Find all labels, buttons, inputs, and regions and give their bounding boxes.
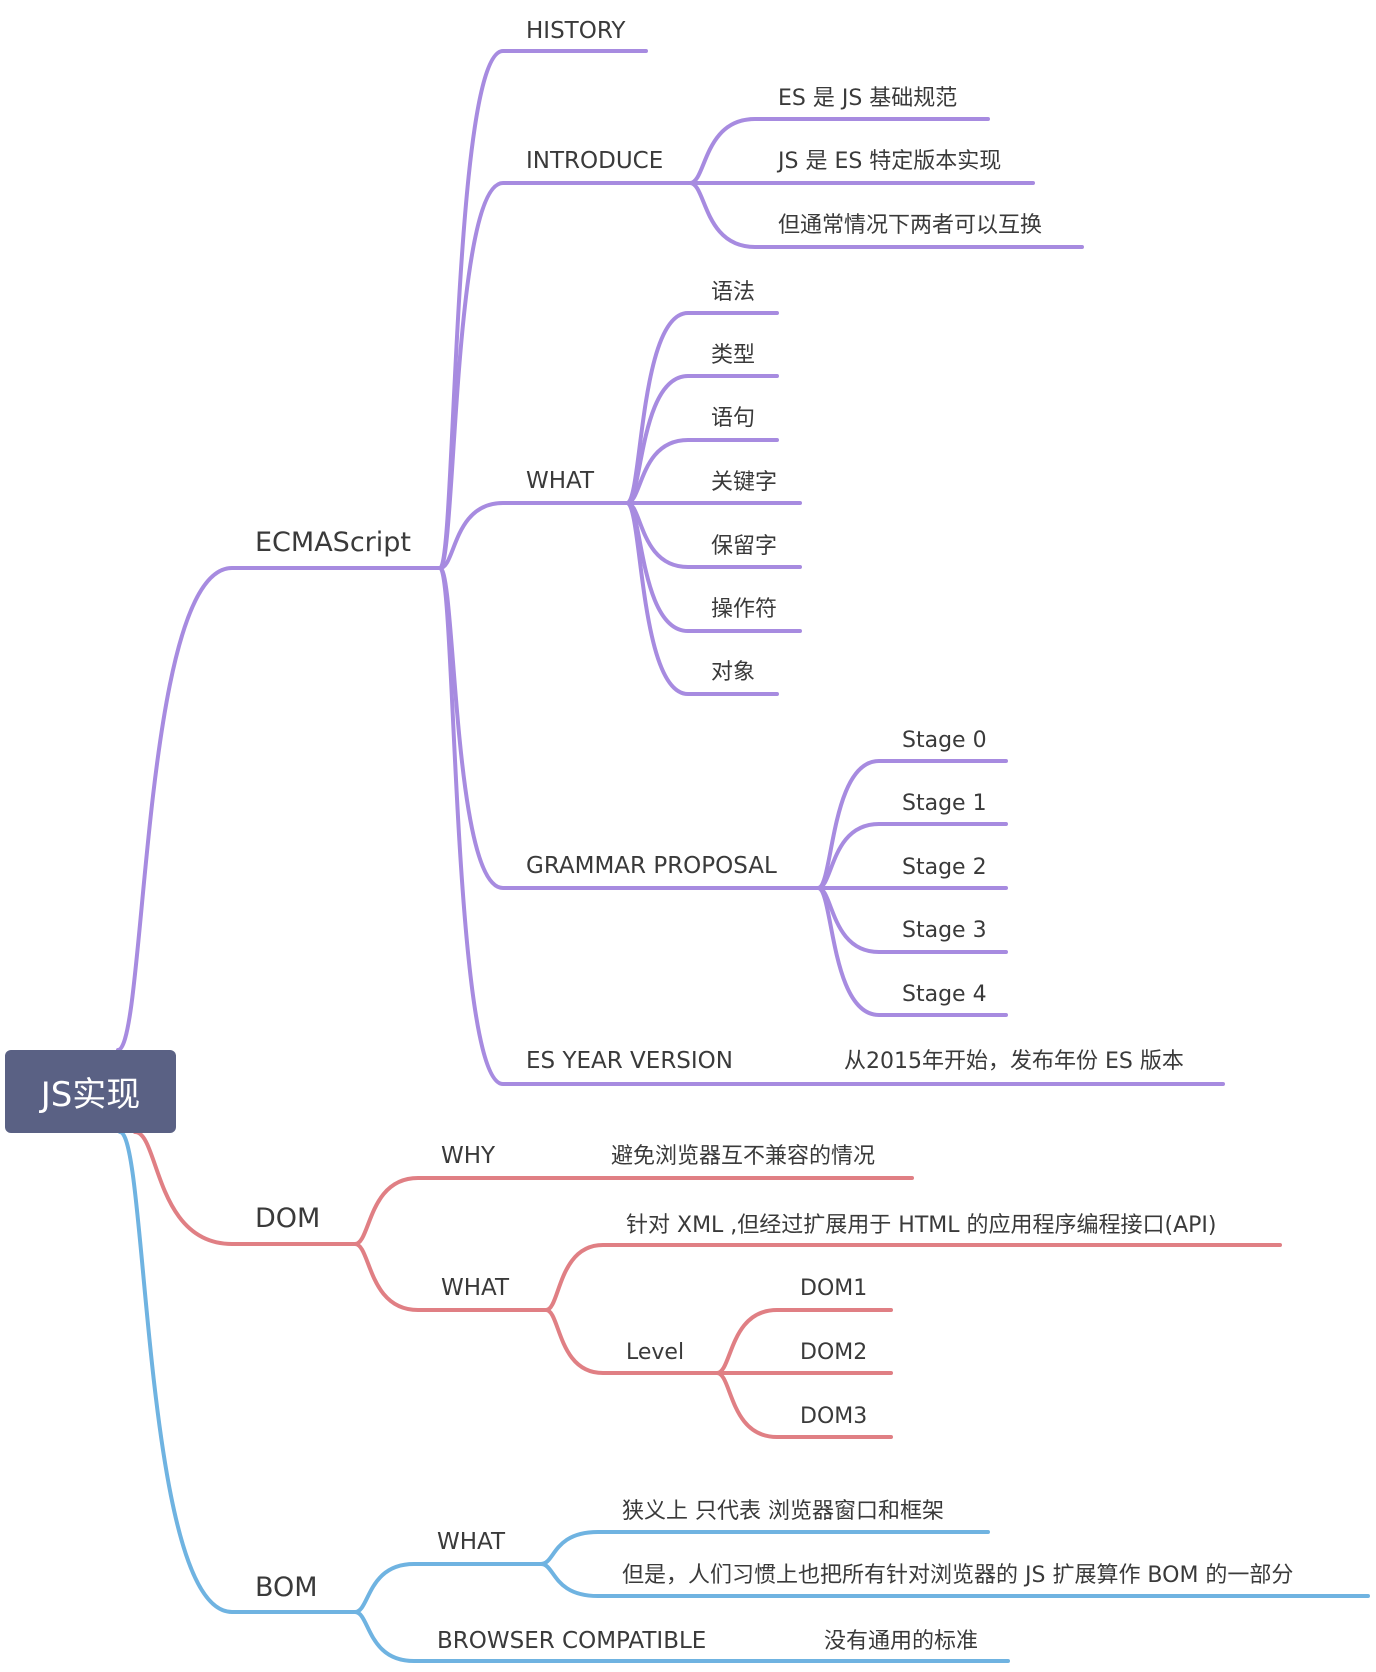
node-introduce[interactable]: INTRODUCE [526,148,663,174]
node-es-year-version[interactable]: ES YEAR VERSION [526,1048,733,1074]
node-dom-level-item[interactable]: DOM1 [800,1276,867,1301]
node-history[interactable]: HISTORY [526,18,626,44]
mind-map-labels: ECMAScript HISTORY INTRODUCE ES 是 JS 基础规… [255,18,1293,1654]
connector-dom-what-note [544,1243,1282,1312]
node-bom[interactable]: BOM [255,1572,318,1603]
node-bom-what[interactable]: WHAT [437,1529,506,1555]
node-es-year-note[interactable]: 从2015年开始，发布年份 ES 版本 [844,1049,1184,1074]
connector-introduce [438,181,692,570]
node-what-item[interactable]: 关键字 [711,470,777,495]
node-ecmascript[interactable]: ECMAScript [255,527,411,558]
connector-stage [816,822,1008,890]
node-stage[interactable]: Stage 1 [902,791,987,816]
connector-bom [118,1130,357,1614]
connector-what-es [438,501,629,570]
node-stage[interactable]: Stage 4 [902,982,987,1007]
mind-map-connectors [116,49,1370,1663]
node-introduce-item[interactable]: ES 是 JS 基础规范 [778,86,957,111]
node-what-item[interactable]: 语法 [711,280,755,305]
node-introduce-item[interactable]: JS 是 ES 特定版本实现 [776,149,1001,174]
connector-dom-level-item [715,1371,893,1439]
node-dom-level-item[interactable]: DOM3 [800,1404,867,1429]
connector-dom-level [544,1308,719,1375]
node-dom[interactable]: DOM [255,1203,320,1234]
connector-stage [816,886,1008,1017]
connector-dom-level-item [715,1308,893,1375]
node-dom-what-note[interactable]: 针对 XML ,但经过扩展用于 HTML 的应用程序编程接口(API) [626,1213,1216,1238]
node-stage[interactable]: Stage 0 [902,728,987,753]
node-bom-what-item[interactable]: 但是，人们习惯上也把所有针对浏览器的 JS 扩展算作 BOM 的一部分 [622,1563,1293,1588]
node-what-item[interactable]: 类型 [711,343,755,368]
connector-es-year-version [438,566,752,1086]
connector-dom-why [353,1176,592,1246]
connector-bom-what-item [539,1530,990,1566]
connector-browser-compatible [353,1610,803,1663]
node-what-es[interactable]: WHAT [526,468,595,494]
connector-introduce-item [688,117,990,185]
node-what-item[interactable]: 操作符 [711,597,777,622]
node-stage[interactable]: Stage 3 [902,918,987,943]
node-grammar-proposal[interactable]: GRAMMAR PROPOSAL [526,853,777,879]
connector-dom [133,1130,357,1246]
connector-introduce-item [688,181,1084,249]
node-what-item[interactable]: 语句 [711,406,755,431]
root-node-label: JS实现 [40,1075,141,1115]
node-bom-what-item[interactable]: 狭义上 只代表 浏览器窗口和框架 [622,1499,944,1524]
node-dom-what[interactable]: WHAT [441,1275,510,1301]
node-introduce-item[interactable]: 但通常情况下两者可以互换 [778,213,1042,238]
connector-bom-what [353,1562,543,1614]
node-stage[interactable]: Stage 2 [902,855,987,880]
connector-what-item [625,501,779,696]
connector-what-item [625,438,779,505]
node-dom-why[interactable]: WHY [441,1143,496,1169]
node-dom-level-item[interactable]: DOM2 [800,1340,867,1365]
connector-dom-what [353,1242,548,1312]
node-dom-level[interactable]: Level [626,1340,684,1365]
node-what-item[interactable]: 对象 [711,660,755,685]
root-node[interactable]: JS实现 [5,1050,176,1133]
connector-ecmascript [116,566,442,1052]
node-what-item[interactable]: 保留字 [711,534,777,559]
node-dom-why-note[interactable]: 避免浏览器互不兼容的情况 [611,1144,875,1169]
node-browser-compatible-note[interactable]: 没有通用的标准 [824,1629,978,1654]
connector-bom-what-item [539,1562,1370,1598]
node-browser-compatible[interactable]: BROWSER COMPATIBLE [437,1628,706,1654]
